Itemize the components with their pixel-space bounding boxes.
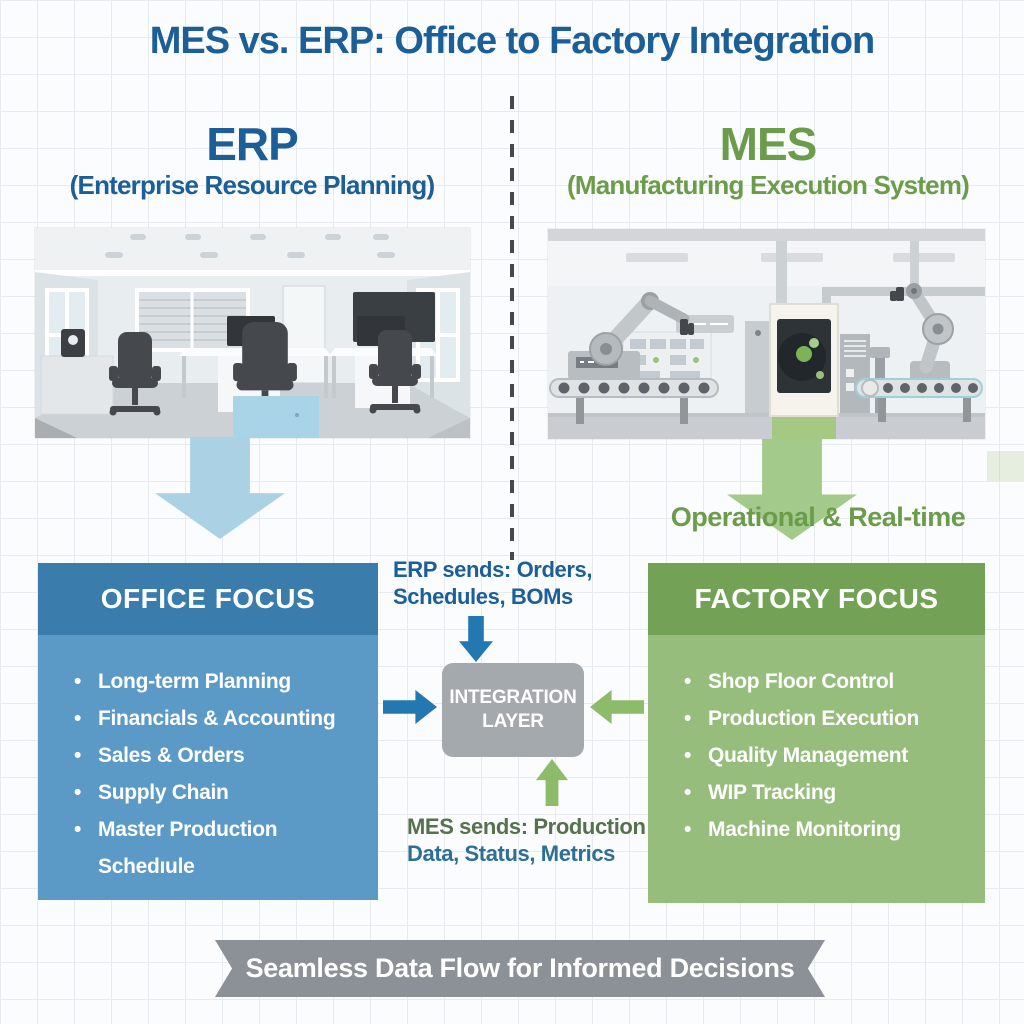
center-divider-line <box>510 96 514 560</box>
office-down-arrow-icon <box>155 437 285 539</box>
page-title: MES vs. ERP: Office to Factory Integrati… <box>149 20 875 62</box>
mes-section-heading: MES (Manufacturing Execution System) <box>550 118 986 200</box>
erp-section-heading: ERP (Enterprise Resource Planning) <box>34 118 470 200</box>
footer-banner: Seamless Data Flow for Informed Decision… <box>215 940 825 997</box>
erp-sends-line2: Schedules, BOMs <box>393 584 573 609</box>
office-illustration-svg <box>35 228 470 438</box>
mes-to-integration-arrow-icon <box>536 759 568 806</box>
list-item: Quality Management <box>684 737 971 774</box>
factory-to-integration-arrow-icon <box>590 690 644 724</box>
mes-subheading: (Manufacturing Execution System) <box>566 170 970 200</box>
integration-label-line2: LAYER <box>482 711 544 732</box>
footer-banner-text: Seamless Data Flow for Informed Decision… <box>245 953 795 983</box>
office-focus-box: OFFICE FOCUS Long-term Planning Financia… <box>38 563 378 900</box>
erp-sends-line1: ERP sends: Orders, <box>393 557 593 582</box>
factory-focus-box: FACTORY FOCUS Shop Floor Control Product… <box>648 563 985 903</box>
list-item: Machine Monitoring <box>684 811 971 848</box>
office-illustration <box>35 228 470 438</box>
factory-focus-list: Shop Floor Control Production Execution … <box>648 635 985 848</box>
office-focus-header: OFFICE FOCUS <box>38 563 378 635</box>
mes-heading: MES <box>719 118 818 170</box>
list-item: Supply Chain <box>74 774 364 811</box>
integration-layer-box: INTEGRATION LAYER <box>442 663 584 757</box>
list-item: Master Production Schedıule <box>74 811 364 885</box>
factory-focus-header: FACTORY FOCUS <box>648 563 985 635</box>
list-item: Shop Floor Control <box>684 663 971 700</box>
list-item: Sales & Orders <box>74 737 364 774</box>
list-item: Long-term Planning <box>74 663 364 700</box>
factory-illustration-svg <box>548 229 985 439</box>
factory-focus-body: Shop Floor Control Production Execution … <box>648 635 985 903</box>
office-focus-list: Long-term Planning Financials & Accounti… <box>38 635 378 885</box>
erp-heading: ERP <box>206 118 299 170</box>
grid-tint-decoration <box>987 451 1024 481</box>
erp-subheading: (Enterprise Resource Planning) <box>69 170 435 200</box>
operational-realtime-label: Operational & Real-time <box>670 502 966 532</box>
factory-illustration <box>548 229 985 439</box>
list-item: Production Execution <box>684 700 971 737</box>
list-item: WIP Tracking <box>684 774 971 811</box>
integration-label-line1: INTEGRATION <box>449 687 577 708</box>
office-focus-body: Long-term Planning Financials & Accounti… <box>38 635 378 900</box>
mes-sends-label: MES sends: Production Data, Status, Metr… <box>407 813 647 867</box>
office-to-integration-arrow-icon <box>383 690 437 724</box>
mes-sends-line2: Data, Status, Metrics <box>407 841 616 866</box>
mes-sends-line1: MES sends: Production <box>407 814 646 839</box>
erp-to-integration-arrow-icon <box>459 616 493 662</box>
erp-sends-label: ERP sends: Orders, Schedules, BOMs <box>393 556 623 610</box>
list-item: Financials & Accounting <box>74 700 364 737</box>
